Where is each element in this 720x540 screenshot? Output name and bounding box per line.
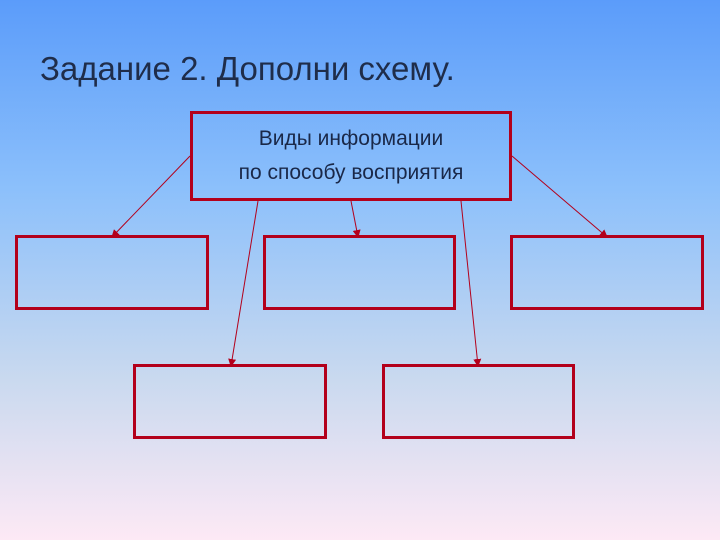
arrow-2: [350, 200, 361, 238]
empty-box-1[interactable]: [15, 235, 209, 310]
main-box-line-2: по способу восприятия: [238, 161, 464, 184]
empty-box-2[interactable]: [263, 235, 456, 310]
arrow-4: [228, 200, 259, 367]
slide-title: Задание 2. Дополни схему.: [40, 50, 455, 87]
main-box-line-1: Виды информации: [258, 127, 444, 150]
empty-box-4[interactable]: [133, 364, 327, 439]
arrow-1: [111, 155, 191, 238]
arrow-3: [511, 155, 608, 238]
main-category-box: Виды информации по способу восприятия: [190, 111, 512, 201]
empty-box-5[interactable]: [382, 364, 575, 439]
empty-box-3[interactable]: [510, 235, 704, 310]
arrow-5: [460, 200, 482, 367]
